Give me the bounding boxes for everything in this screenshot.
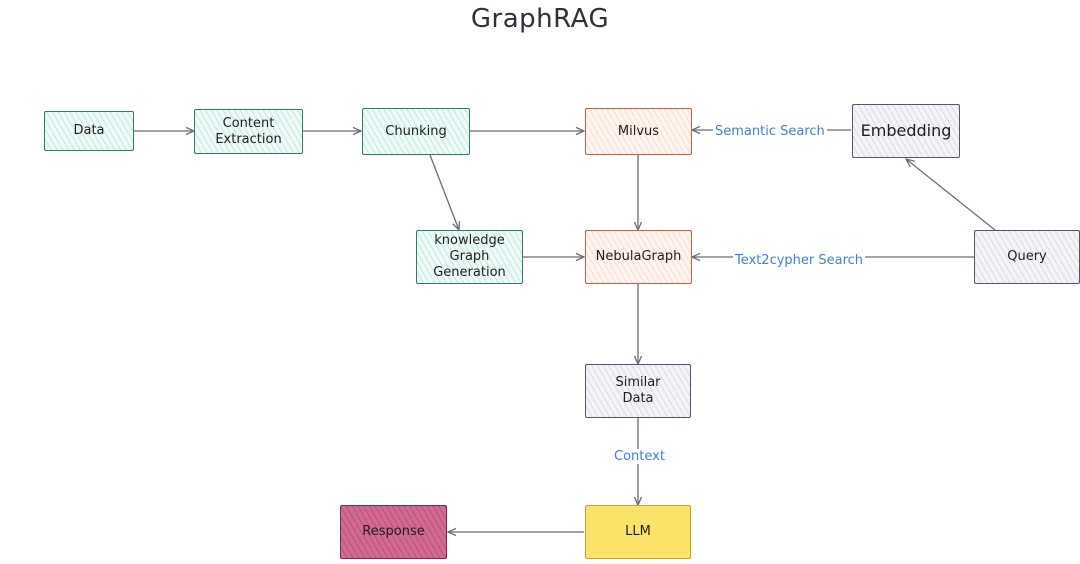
node-nebulagraph: NebulaGraph	[585, 230, 692, 284]
node-similar-data-label: Similar Data	[615, 375, 661, 406]
edge-label-text2cypher-search: Text2cypher Search	[733, 253, 866, 268]
node-chunking-label: Chunking	[385, 123, 447, 139]
edge-label-context: Context	[612, 449, 667, 464]
node-llm-label: LLM	[625, 524, 651, 539]
node-content-extraction: Content Extraction	[194, 109, 303, 154]
node-nebulagraph-label: NebulaGraph	[595, 249, 682, 264]
node-milvus-label: Milvus	[617, 123, 660, 139]
node-data: Data	[44, 111, 134, 151]
diagram-title: GraphRAG	[470, 4, 610, 34]
node-content-extraction-label: Content Extraction	[215, 115, 282, 147]
node-milvus: Milvus	[585, 108, 692, 155]
edge-label-semantic-search: Semantic Search	[713, 124, 827, 139]
node-query: Query	[974, 230, 1080, 284]
node-response-label: Response	[362, 524, 425, 539]
edge-chunking-to-kg-generation	[429, 154, 459, 230]
node-response: Response	[340, 505, 447, 559]
node-embedding: Embedding	[852, 104, 960, 158]
node-kg-generation: knowledge Graph Generation	[416, 230, 523, 284]
node-embedding-label: Embedding	[860, 121, 952, 140]
node-kg-generation-label: knowledge Graph Generation	[433, 233, 506, 280]
node-chunking: Chunking	[362, 108, 470, 155]
node-similar-data: Similar Data	[585, 364, 691, 418]
edge-query-to-embedding	[906, 159, 996, 231]
node-llm: LLM	[585, 505, 691, 559]
node-query-label: Query	[1007, 249, 1047, 264]
node-data-label: Data	[73, 123, 105, 138]
